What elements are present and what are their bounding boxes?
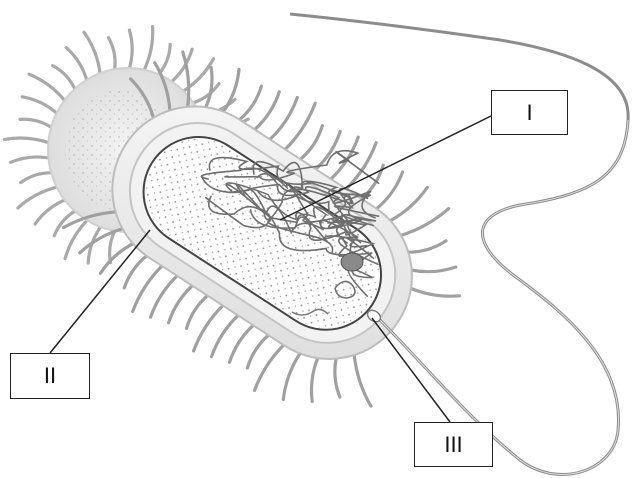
pilus — [20, 119, 53, 128]
pilus — [53, 66, 76, 91]
pilus — [223, 69, 239, 111]
pilus — [411, 267, 456, 272]
pilus — [285, 103, 315, 149]
pilus — [143, 27, 152, 72]
label-text-I: I — [526, 100, 532, 126]
pilus — [21, 173, 54, 183]
pilus — [18, 187, 59, 208]
pilus — [354, 354, 371, 406]
pilus — [187, 295, 209, 329]
pilus — [301, 126, 323, 160]
label-text-III: III — [444, 432, 462, 458]
pilus — [335, 357, 340, 397]
pilus — [84, 32, 100, 75]
leader-line-III — [372, 318, 450, 422]
pilus — [22, 97, 58, 115]
pilus — [283, 353, 300, 400]
pilus — [247, 335, 269, 369]
pilus — [124, 255, 147, 288]
inclusion-body — [341, 253, 363, 271]
pilus — [100, 243, 133, 273]
pilus — [133, 265, 163, 311]
pilus — [80, 229, 124, 253]
label-box-III: III — [414, 422, 493, 467]
leader-line-II — [50, 230, 150, 353]
pilus — [29, 74, 66, 102]
pilus — [129, 30, 132, 70]
pilus — [66, 48, 87, 82]
pilus — [4, 138, 50, 143]
pilus — [410, 288, 459, 296]
label-box-II: II — [10, 353, 90, 399]
pilus — [255, 344, 285, 390]
pilus — [11, 157, 51, 162]
label-box-I: I — [491, 90, 568, 135]
pilus — [401, 209, 449, 236]
pilus — [408, 241, 446, 252]
pilus — [194, 305, 224, 351]
pilus — [240, 86, 262, 120]
pilus — [191, 84, 219, 104]
pilus — [390, 187, 427, 220]
pilus — [109, 38, 116, 71]
pilus — [377, 172, 403, 209]
label-text-II: II — [44, 363, 56, 389]
pilus — [311, 357, 318, 402]
pilus — [206, 68, 212, 108]
pilus — [346, 143, 376, 189]
